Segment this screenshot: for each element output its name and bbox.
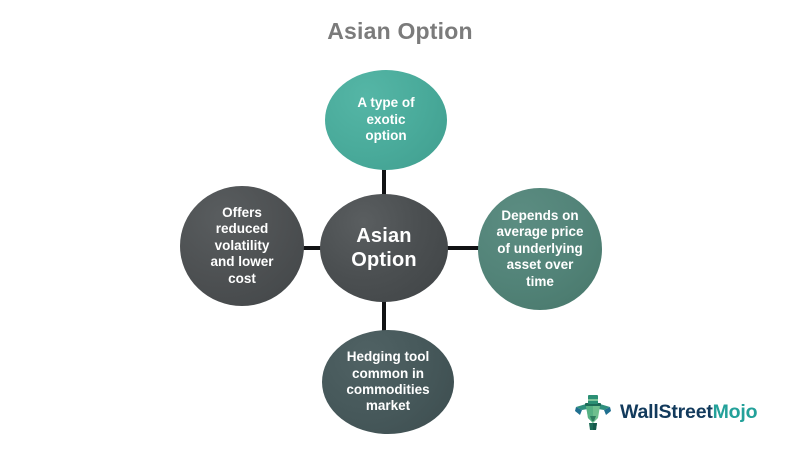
node-left-label: Offers reduced volatility and lower cost — [210, 204, 274, 286]
bull-with-tophat-icon — [575, 395, 611, 430]
logo-wordmark: WallStreetMojo — [620, 400, 758, 424]
connector-center-to-bottom — [382, 298, 386, 344]
node-right-depends-on-average-price[interactable]: Depends on average price of underlying a… — [478, 188, 602, 310]
logo-text-mojo: Mojo — [712, 400, 758, 423]
node-bottom-label: Hedging tool common in commodities marke… — [346, 349, 430, 414]
node-left-offers-reduced-volatility[interactable]: Offers reduced volatility and lower cost — [180, 186, 304, 306]
node-bottom-hedging-tool[interactable]: Hedging tool common in commodities marke… — [322, 330, 454, 434]
logo-text-wallstreet: WallStreet — [620, 400, 713, 423]
page-title: Asian Option — [327, 18, 473, 44]
node-top-label: A type of exotic option — [357, 95, 415, 144]
connector-center-to-right — [440, 246, 492, 250]
node-top-a-type-of-exotic-option[interactable]: A type of exotic option — [325, 70, 447, 170]
connector-center-to-top — [382, 158, 386, 206]
node-center-label: Asian Option — [351, 224, 417, 271]
wallstreetmojo-logo[interactable]: WallStreetMojo — [573, 392, 758, 432]
node-center-asian-option[interactable]: Asian Option — [320, 194, 448, 302]
connector-center-to-left — [280, 246, 330, 250]
node-right-label: Depends on average price of underlying a… — [496, 207, 584, 289]
